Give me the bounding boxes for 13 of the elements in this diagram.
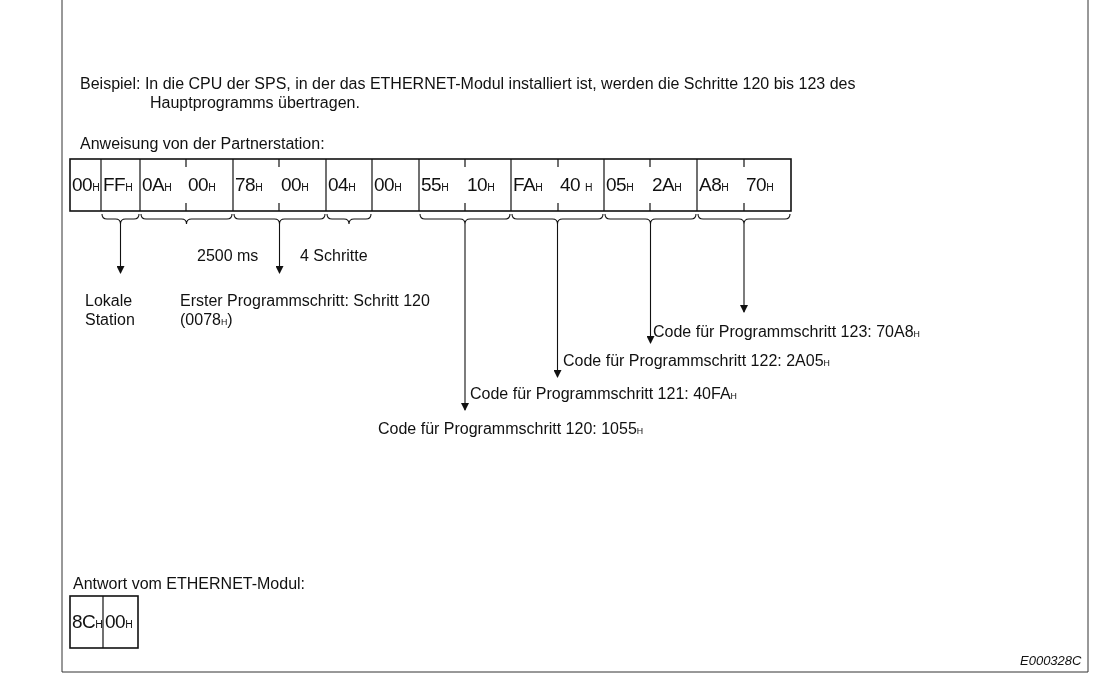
duration-label: 2500 ms: [197, 246, 259, 265]
arrow: [646, 223, 655, 344]
arrow: [461, 223, 469, 411]
arrow: [116, 223, 125, 274]
arrow: [553, 223, 562, 378]
annotation-text: Lokale Station: [85, 291, 155, 329]
example-note: Beispiel: In die CPU der SPS, in der das ETHERNET-Modul installiert ist, werden die Schritte 120 bis 123 des Hauptprogramms übertragen.: [80, 74, 857, 112]
arrow: [275, 223, 284, 274]
section-heading: Antwort vom ETHERNET-Modul:: [73, 574, 306, 593]
step-count-label: 4 Schritte: [300, 246, 368, 265]
arrow: [740, 223, 748, 313]
section-heading: Anweisung von der Partnerstation:: [80, 134, 325, 153]
figure-code: E000328C: [1020, 652, 1082, 670]
